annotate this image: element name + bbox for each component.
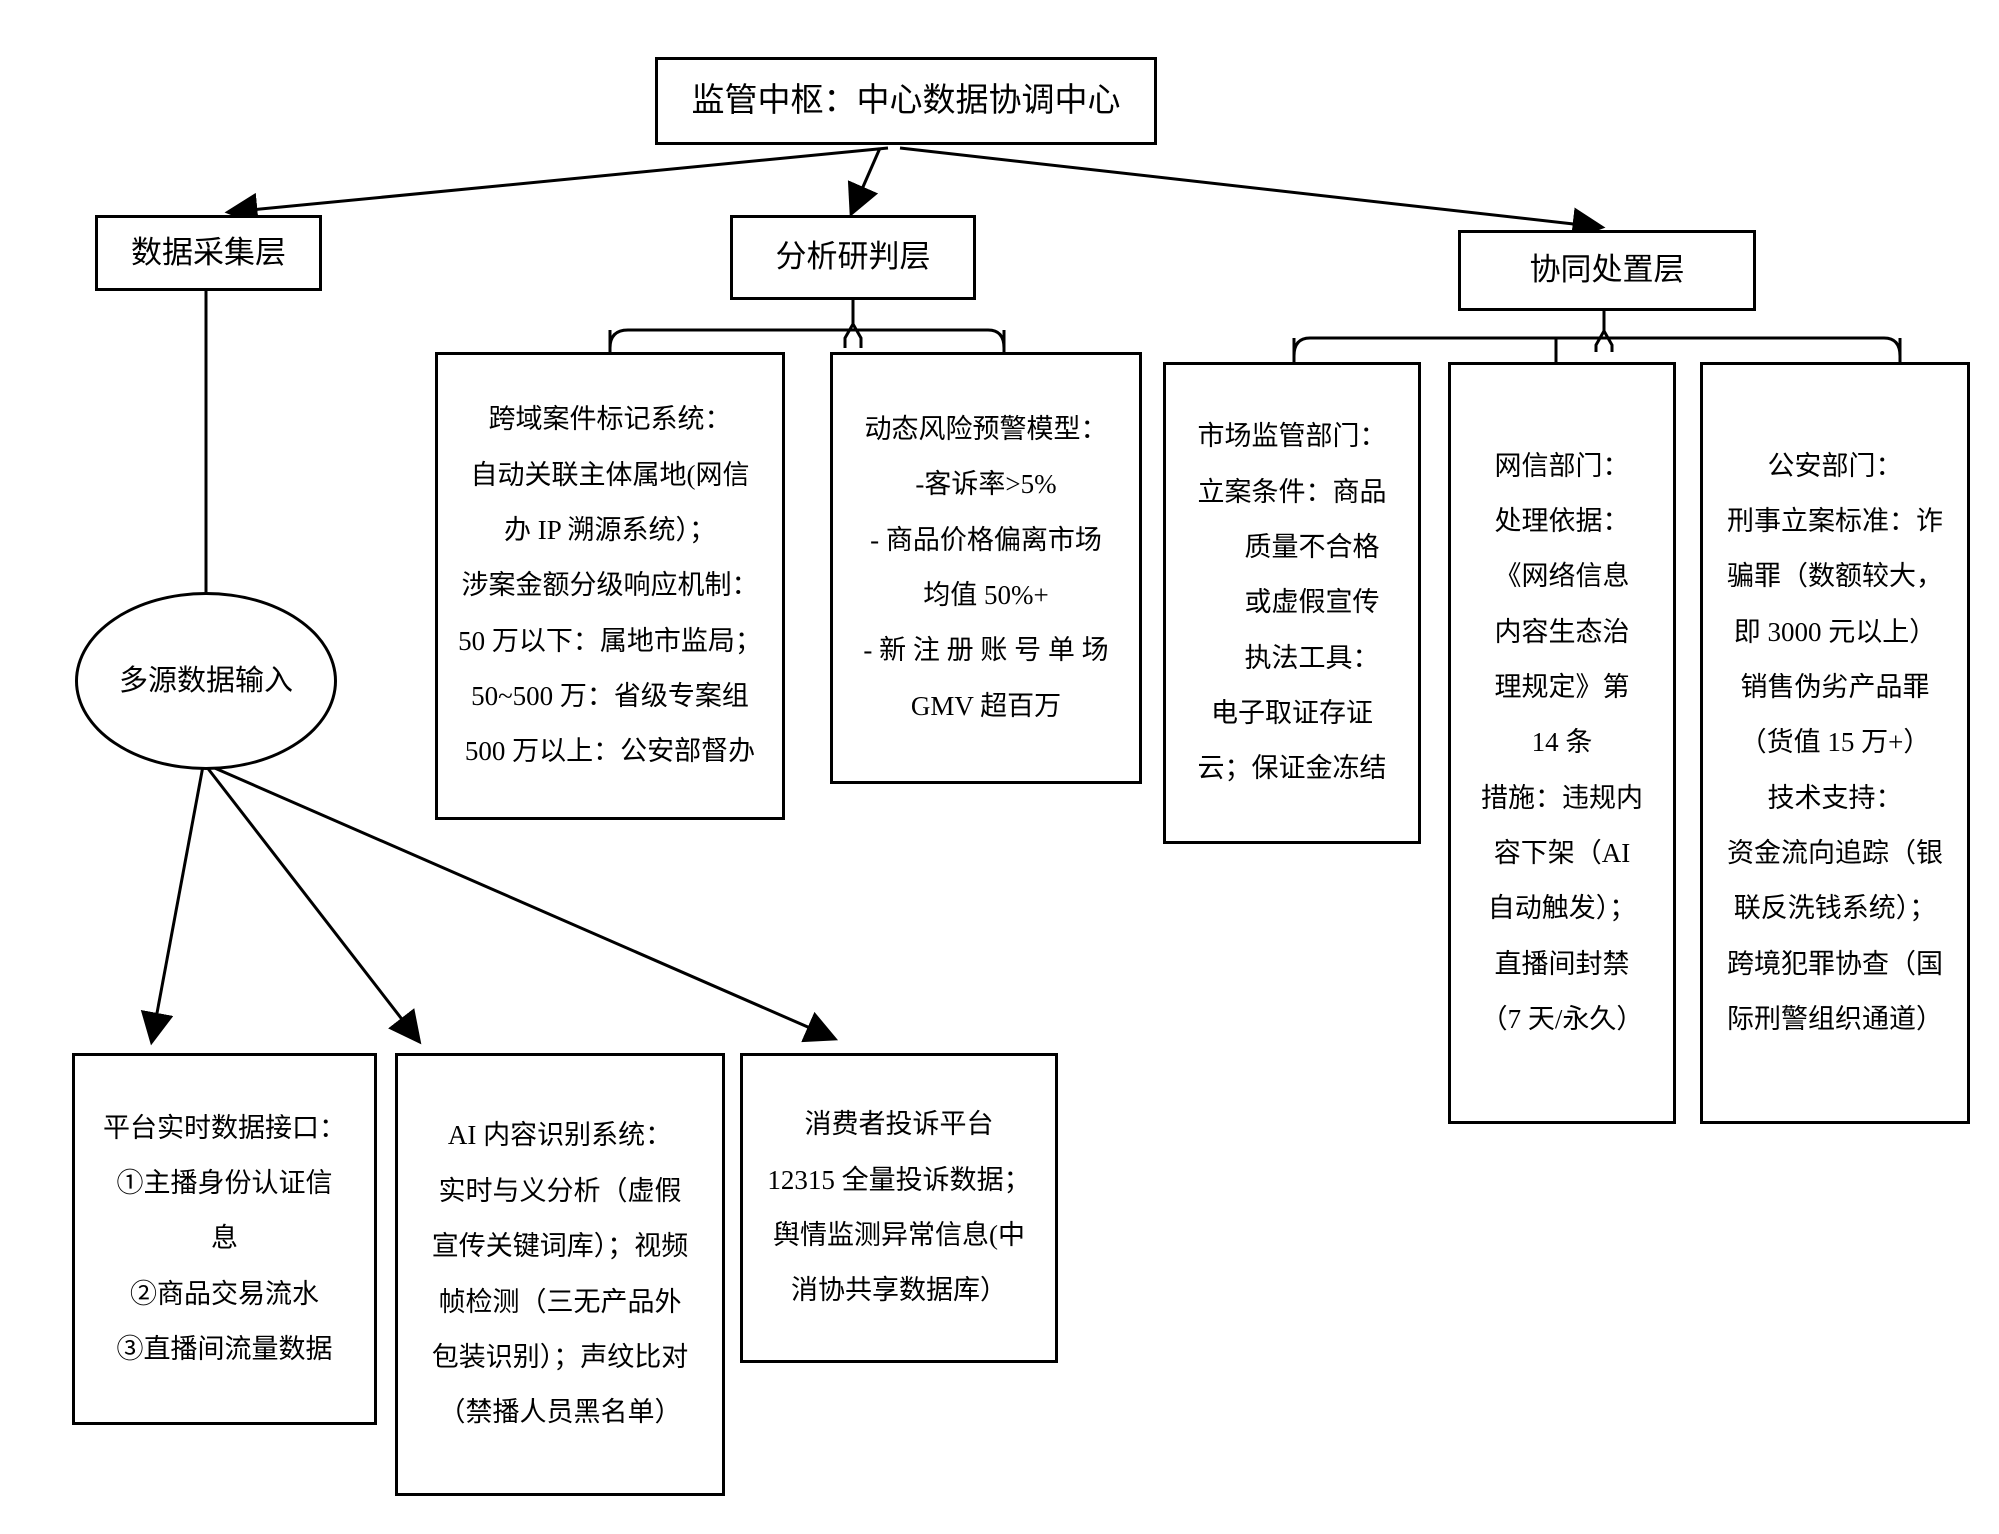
node-line: 骗罪（数额较大， (1727, 561, 1943, 592)
node-line: 理规定》第 (1494, 671, 1630, 702)
node-line: 市场监管部门： (1197, 421, 1387, 452)
node-label: 数据采集层 (131, 234, 286, 270)
node-line: 跨域案件标记系统： (488, 404, 732, 435)
node-line: 网信部门： (1494, 450, 1630, 481)
edge-title-to-disposal (899, 146, 1606, 241)
node-line: 即 3000 元以上） (1733, 616, 1937, 647)
node-line: 50~500 万：省级专案组 (471, 681, 749, 712)
node-line: 或虚假宣传 (1244, 587, 1380, 618)
node-line: - 商品价格偏离市场 (870, 524, 1102, 555)
node-line: 舆情监测异常信息(中 (773, 1220, 1025, 1250)
node-line: 资金流向追踪（银 (1727, 838, 1943, 869)
brace-analysis (608, 300, 1006, 349)
node-line: 消协共享数据库） (791, 1275, 1007, 1306)
node-label: 分析研判层 (775, 239, 931, 275)
node-line: 自动关联主体属地(网信 (470, 459, 750, 490)
node-line: -客诉率>5% (915, 469, 1057, 500)
node-line: （货值 15 万+） (1739, 727, 1931, 758)
node-line: 宣传关键词库）；视频 (431, 1231, 689, 1262)
node-line: （禁播人员黑名单） (438, 1397, 682, 1428)
node-line: - 新 注 册 账 号 单 场 (863, 635, 1109, 666)
node-line: ②商品交易流水 (130, 1278, 319, 1309)
node-line: 电子取证存证 (1211, 698, 1373, 729)
node-line: 《网络信息 (1494, 561, 1630, 592)
node-dynamic-risk-warning-model[interactable]: 动态风险预警模型： -客诉率>5% - 商品价格偏离市场 均值 50%+ - 新… (830, 352, 1142, 784)
node-platform-realtime-data-interface[interactable]: 平台实时数据接口： ①主播身份认证信 息 ②商品交易流水 ③直播间流量数据 (72, 1053, 377, 1425)
node-line: 500 万以上：公安部督办 (464, 736, 756, 767)
node-line: 销售伪劣产品罪 (1740, 671, 1930, 702)
node-line: AI 内容识别系统： (447, 1120, 673, 1151)
node-line: 均值 50%+ (923, 580, 1049, 610)
node-line: 实时与义分析（虚假 (438, 1175, 682, 1206)
edge-title-to-analysis (847, 147, 882, 218)
node-line: 14 条 (1531, 727, 1593, 758)
node-line: 息 (211, 1223, 238, 1254)
node-layer-data-collection[interactable]: 数据采集层 (95, 215, 322, 291)
node-regulatory-hub[interactable]: 监管中枢：中心数据协调中心 (655, 57, 1157, 145)
node-cross-region-case-marking-system[interactable]: 跨域案件标记系统： 自动关联主体属地(网信 办 IP 溯源系统）； 涉案金额分级… (435, 352, 785, 820)
node-ai-content-recognition-system[interactable]: AI 内容识别系统： 实时与义分析（虚假 宣传关键词库）；视频 帧检测（三无产品… (395, 1053, 725, 1496)
node-line: 帧检测（三无产品外 (438, 1286, 682, 1317)
brace-disposal (1292, 311, 1902, 357)
node-layer-disposal[interactable]: 协同处置层 (1458, 230, 1756, 311)
node-line: 自动触发）； (1487, 893, 1637, 924)
node-label: 协同处置层 (1529, 252, 1685, 288)
node-line: 直播间封禁 (1494, 948, 1630, 979)
node-line: （7 天/永久） (1480, 1004, 1644, 1035)
node-line: 公安部门： (1767, 450, 1903, 481)
edge-title-to-collection (224, 146, 889, 226)
node-label: 监管中枢：中心数据协调中心 (691, 82, 1121, 119)
node-line: 涉案金额分级响应机制： (461, 570, 759, 601)
node-line: 措施：违规内 (1481, 782, 1643, 813)
node-market-supervision-department[interactable]: 市场监管部门： 立案条件：商品 质量不合格 或虚假宣传 执法工具： 电子取证存证… (1163, 362, 1421, 844)
node-line: 际刑警组织通道） (1727, 1004, 1943, 1035)
node-multi-source-data-input[interactable]: 多源数据输入 (75, 592, 337, 770)
node-line: 12315 全量投诉数据； (767, 1164, 1031, 1195)
node-line: ③直播间流量数据 (116, 1334, 333, 1365)
node-line: 联反洗钱系统）； (1733, 893, 1937, 924)
node-line: ①主播身份认证信 (116, 1167, 333, 1198)
node-line: 办 IP 溯源系统）； (503, 514, 716, 545)
node-line: 立案条件：商品 (1197, 476, 1387, 507)
node-consumer-complaint-platform[interactable]: 消费者投诉平台 12315 全量投诉数据； 舆情监测异常信息(中 消协共享数据库… (740, 1053, 1058, 1363)
node-line: 容下架（AI (1493, 838, 1631, 869)
node-line: 云；保证金冻结 (1197, 753, 1387, 784)
node-line: 包装识别）；声纹比对 (431, 1341, 689, 1372)
edge-input-to-platform (140, 765, 205, 1046)
node-cyberspace-administration-department[interactable]: 网信部门： 处理依据： 《网络信息 内容生态治 理规定》第 14 条 措施：违规… (1448, 362, 1676, 1124)
node-label: 多源数据输入 (118, 664, 293, 697)
node-line: 刑事立案标准：诈 (1727, 505, 1943, 536)
node-line: 消费者投诉平台 (804, 1109, 994, 1140)
node-line: 质量不合格 (1244, 531, 1380, 562)
node-line: 处理依据： (1494, 505, 1630, 536)
node-line: 跨境犯罪协查（国 (1727, 948, 1943, 979)
edge-input-to-ai (204, 765, 422, 1045)
node-line: 内容生态治 (1494, 616, 1630, 647)
node-line: 动态风险预警模型： (864, 413, 1108, 444)
node-line: 技术支持： (1767, 782, 1903, 813)
node-line: 执法工具： (1244, 642, 1380, 673)
node-line: 50 万以下：属地市监局； (458, 625, 762, 656)
node-layer-analysis[interactable]: 分析研判层 (730, 215, 976, 300)
node-public-security-department[interactable]: 公安部门： 刑事立案标准：诈 骗罪（数额较大， 即 3000 元以上） 销售伪劣… (1700, 362, 1970, 1124)
node-line: GMV 超百万 (910, 690, 1062, 721)
node-line: 平台实时数据接口： (103, 1112, 346, 1143)
